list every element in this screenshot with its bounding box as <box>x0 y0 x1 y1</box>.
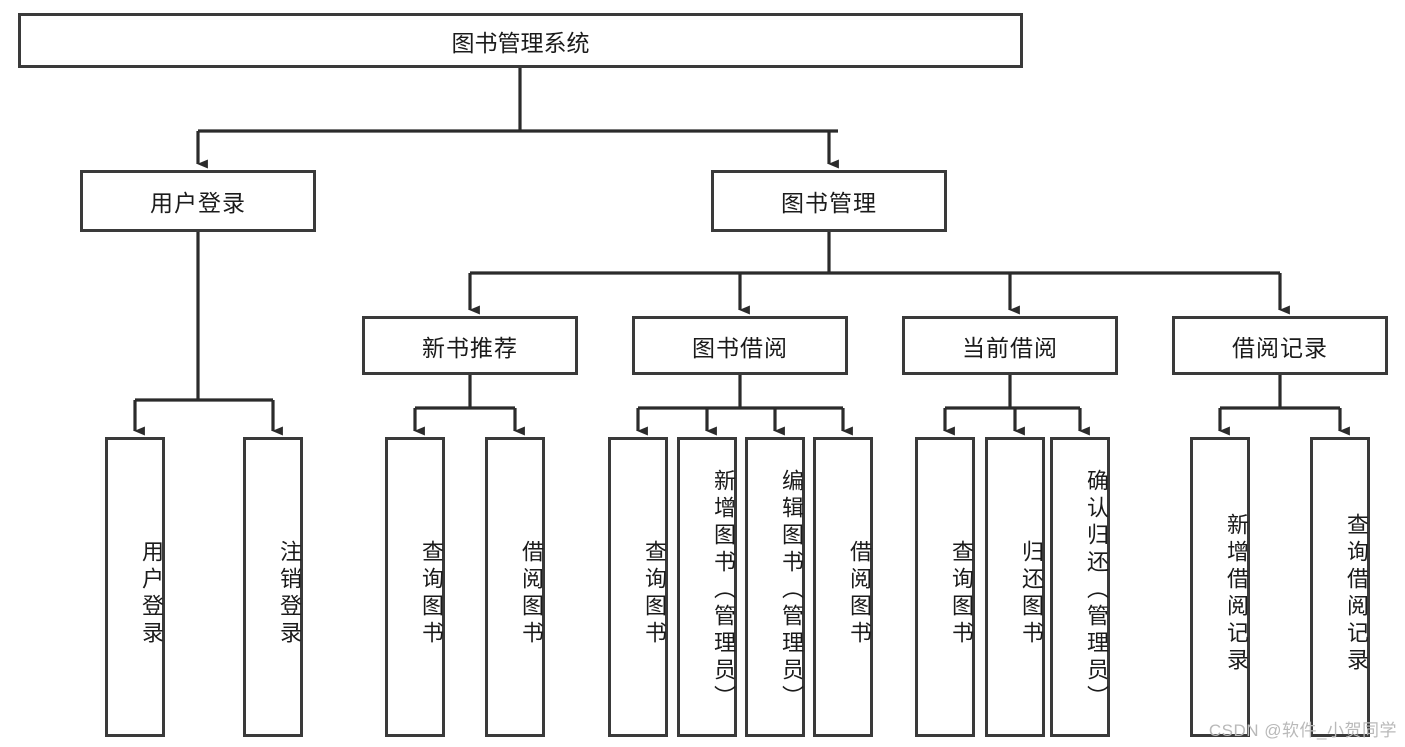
leaf-add-borrow-record[interactable]: 新增借阅记录 <box>1190 437 1250 737</box>
node-book-borrow[interactable]: 图书借阅 <box>632 316 848 375</box>
leaf-edit-book-admin[interactable]: 编辑图书（管理员） <box>745 437 805 737</box>
leaf-query-book-recommend[interactable]: 查询图书 <box>385 437 445 737</box>
node-root[interactable]: 图书管理系统 <box>18 13 1023 68</box>
leaf-borrow-book-recommend[interactable]: 借阅图书 <box>485 437 545 737</box>
node-new-book-recommend[interactable]: 新书推荐 <box>362 316 578 375</box>
leaf-query-book-current[interactable]: 查询图书 <box>915 437 975 737</box>
node-user-login[interactable]: 用户登录 <box>80 170 316 232</box>
node-book-management[interactable]: 图书管理 <box>711 170 947 232</box>
leaf-query-borrow-record[interactable]: 查询借阅记录 <box>1310 437 1370 737</box>
watermark: CSDN @软件_小贺同学 <box>1208 721 1397 740</box>
node-current-borrow[interactable]: 当前借阅 <box>902 316 1118 375</box>
leaf-logout[interactable]: 注销登录 <box>243 437 303 737</box>
node-borrow-record[interactable]: 借阅记录 <box>1172 316 1388 375</box>
leaf-confirm-return-admin[interactable]: 确认归还（管理员） <box>1050 437 1110 737</box>
leaf-user-login[interactable]: 用户登录 <box>105 437 165 737</box>
leaf-add-book-admin[interactable]: 新增图书（管理员） <box>677 437 737 737</box>
leaf-query-book-borrow[interactable]: 查询图书 <box>608 437 668 737</box>
leaf-return-book[interactable]: 归还图书 <box>985 437 1045 737</box>
leaf-borrow-book[interactable]: 借阅图书 <box>813 437 873 737</box>
